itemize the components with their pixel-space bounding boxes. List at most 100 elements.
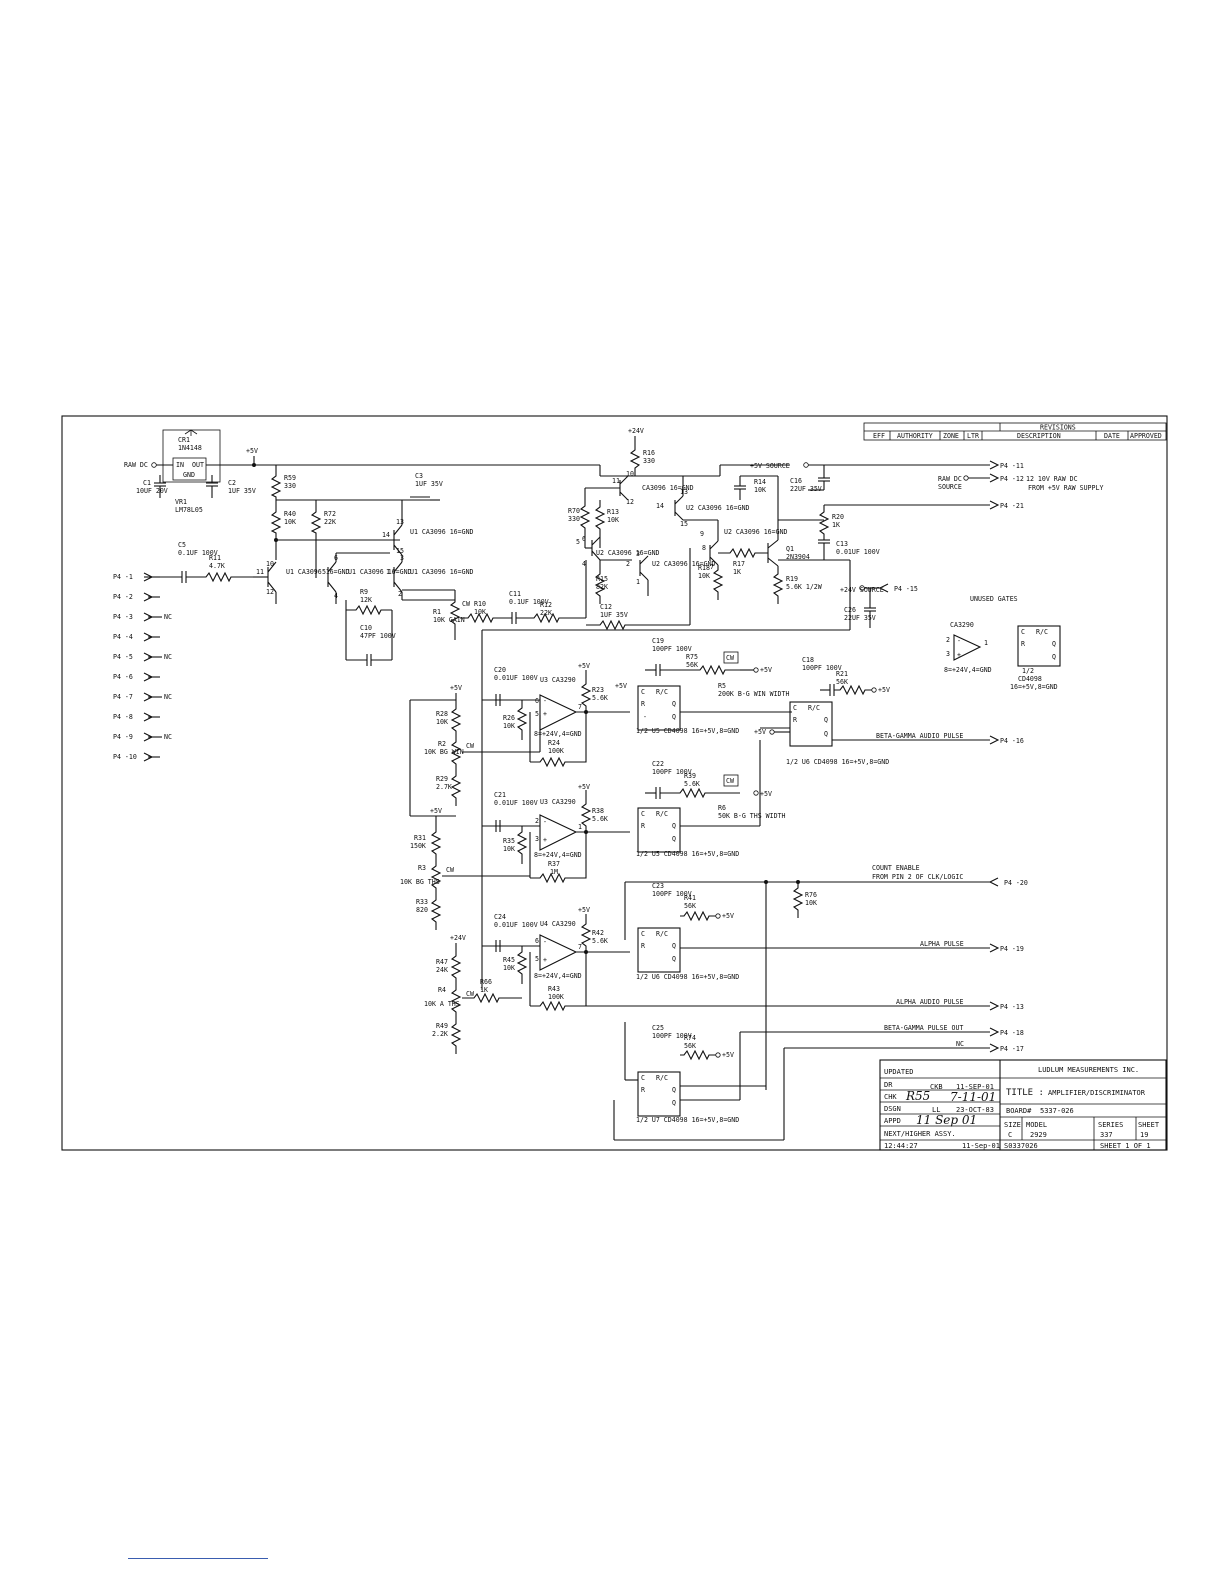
c3-value: 1UF 35V xyxy=(415,480,443,488)
r1-ref: R1 xyxy=(433,608,441,616)
left-connector: P4 -1 P4 -2 P4 -3 NC P4 -4 P4 -5 NC P4 -… xyxy=(113,572,172,762)
tb-dsgn: DSGN xyxy=(884,1105,901,1113)
c25-ref: C25 xyxy=(652,1024,664,1032)
svg-text:8: 8 xyxy=(702,544,706,552)
cr1-ref: CR1 xyxy=(178,436,190,444)
svg-text:9: 9 xyxy=(700,530,704,538)
svg-text:2: 2 xyxy=(626,560,630,568)
tb-appd-signature: 11 Sep 01 xyxy=(916,1113,977,1127)
r2-cw: CW xyxy=(466,742,474,750)
svg-text:NC: NC xyxy=(164,653,172,661)
u2b-label: U2 CA3096 16=GND xyxy=(686,504,750,512)
svg-text:P4 -20: P4 -20 xyxy=(1004,879,1028,887)
rev-col-eff: EFF xyxy=(873,432,885,440)
svg-text:-: - xyxy=(643,713,647,721)
r16-value: 330 xyxy=(643,457,655,465)
svg-text:10: 10 xyxy=(626,470,634,478)
svg-text:P4 -9: P4 -9 xyxy=(113,733,133,741)
u3a-opamp xyxy=(539,694,578,731)
rail-5v-u4: +5V xyxy=(578,906,590,914)
plus5v-source-label: +5V SOURCE xyxy=(750,462,790,470)
svg-text:14: 14 xyxy=(382,531,390,539)
rail-5v-r21: +5V xyxy=(878,686,890,694)
rail-5v-r74: +5V xyxy=(722,1051,734,1059)
svg-text:7: 7 xyxy=(578,943,582,951)
svg-text:P4 -8: P4 -8 xyxy=(113,713,133,721)
tb-sheet: 19 xyxy=(1140,1131,1148,1139)
r5-value: 200K B-G WIN WIDTH xyxy=(718,690,789,698)
pin-p4-3: P4 -3 NC xyxy=(113,612,172,622)
pin-p4-11: P4 -11 xyxy=(989,460,1024,470)
r10-value: 10K xyxy=(474,608,486,616)
svg-text:-: - xyxy=(543,697,547,705)
svg-text:P4 -1: P4 -1 xyxy=(113,573,133,581)
svg-text:R/C: R/C xyxy=(656,688,668,696)
preamp-u1: R59 330 R40 10K R72 22K C5 0.1UF 100V R1… xyxy=(160,465,474,666)
r43-value: 100K xyxy=(548,993,564,1001)
r5-ref: R5 xyxy=(718,682,726,690)
r15-value: 1UF 35V xyxy=(600,611,628,619)
r35-ref: R35 xyxy=(503,837,515,845)
svg-text:Q: Q xyxy=(1052,653,1056,661)
r20-value: 1K xyxy=(832,521,840,529)
u1b-label: U1 CA3096 16=GND xyxy=(348,568,412,576)
r10-ref: R10 xyxy=(474,600,486,608)
r41-value: 56K xyxy=(684,902,696,910)
revisions-block: REVISIONS EFF AUTHORITY ZONE LTR DESCRIP… xyxy=(863,422,1167,441)
pin-p4-16: P4 -16 xyxy=(989,735,1024,745)
c16-ref: C16 xyxy=(790,477,802,485)
u1a-label: U1 CA3096 16=GND xyxy=(286,568,350,576)
r3-ref: R3 xyxy=(418,864,426,872)
svg-text:7: 7 xyxy=(710,563,714,571)
r41-ref: R41 xyxy=(684,894,696,902)
svg-text:2: 2 xyxy=(535,817,539,825)
c2-value: 1UF 35V xyxy=(228,487,256,495)
svg-text:NC: NC xyxy=(164,693,172,701)
rail-5v-r6: +5V xyxy=(760,790,772,798)
svg-text:IN: IN xyxy=(176,461,184,469)
c12-value: 10K xyxy=(754,486,766,494)
c24-value: 0.01UF 100V xyxy=(494,921,538,929)
u5b-oneshot xyxy=(637,807,681,853)
u6b-oneshot xyxy=(637,927,681,973)
svg-text:R/C: R/C xyxy=(808,704,820,712)
r31-value: 150K xyxy=(410,842,426,850)
r2-value: 10K BG WIN xyxy=(424,748,464,756)
alpha-pulse-label: ALPHA PULSE xyxy=(920,940,964,948)
r40-ref: R40 xyxy=(284,510,296,518)
r74-value: 56K xyxy=(684,1042,696,1050)
r11-ref: R11 xyxy=(209,554,221,562)
rail-5v-u6a: +5V xyxy=(754,728,766,736)
svg-text:+: + xyxy=(543,836,547,844)
svg-text:CD4098: CD4098 xyxy=(1018,675,1042,683)
r9-value: 12K xyxy=(360,596,372,604)
rev-col-ltr: LTR xyxy=(967,432,979,440)
tb-series-label: SERIES xyxy=(1098,1121,1123,1129)
u3a-label: U3 CA3290 xyxy=(540,676,576,684)
u4-pwr: 8=+24V,4=GND xyxy=(534,972,582,980)
svg-text:P4 -12: P4 -12 xyxy=(1000,475,1024,483)
r14-value: 82K xyxy=(596,583,608,591)
rail-5v-r41: +5V xyxy=(722,912,734,920)
r38-ref: R38 xyxy=(592,807,604,815)
raw-dc-label: RAW DC xyxy=(124,461,148,469)
u1c-label: U1 CA3096 16=GND xyxy=(410,528,474,536)
r45-ref: R45 xyxy=(503,956,515,964)
r21-ref: R21 xyxy=(836,670,848,678)
u3b-opamp xyxy=(539,814,578,851)
u5a-label: 1/2 U5 CD4098 16=+5V,8=GND xyxy=(636,727,739,735)
cr1-value: 1N4148 xyxy=(178,444,202,452)
u4-opamp xyxy=(539,934,578,971)
svg-text:1: 1 xyxy=(636,578,640,586)
svg-text:Q: Q xyxy=(672,835,676,843)
rev-col-authority: AUTHORITY xyxy=(897,432,933,440)
drawing-border xyxy=(61,415,1168,1151)
u1d-label: U1 CA3096 16=GND xyxy=(410,568,474,576)
c26-ref: C26 xyxy=(844,606,856,614)
r31-ref: R31 xyxy=(414,834,426,842)
tb-sheet-label: SHEET xyxy=(1138,1121,1160,1129)
r29-value: 2.7K xyxy=(436,783,452,791)
c16-value: 22UF 35V xyxy=(790,485,822,493)
